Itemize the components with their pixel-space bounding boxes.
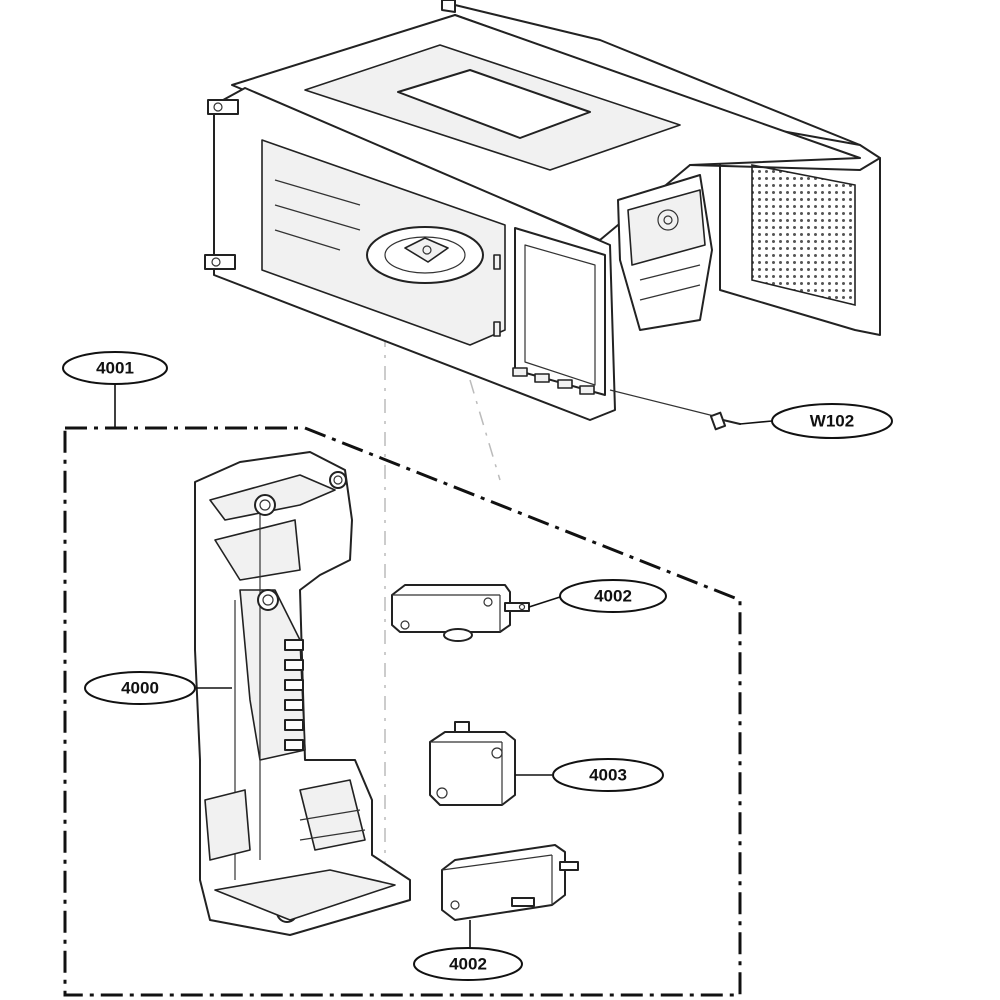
alignment-guides <box>384 300 501 900</box>
screw-w102 <box>609 389 741 431</box>
microwave-chassis <box>204 0 881 421</box>
callout-w102: W102 <box>771 403 893 439</box>
latch-board-4000 <box>194 451 411 936</box>
switch-4002-lower <box>441 844 579 921</box>
callout-4002-upper: 4002 <box>559 579 667 613</box>
callout-4003-label: 4003 <box>589 766 627 785</box>
callout-4002-lower-label: 4002 <box>449 955 487 974</box>
switch-4002-upper <box>391 584 530 642</box>
callout-4000: 4000 <box>84 671 196 705</box>
callout-4001: 4001 <box>62 351 168 385</box>
callout-4003: 4003 <box>552 758 664 792</box>
callout-4001-label: 4001 <box>96 359 134 378</box>
callout-4002-lower: 4002 <box>413 947 523 981</box>
callout-w102-label: W102 <box>810 412 854 431</box>
leader-lines <box>114 382 773 948</box>
callout-4000-label: 4000 <box>121 679 159 698</box>
assembly-4001-boundary <box>63 426 742 997</box>
callout-4002-upper-label: 4002 <box>594 587 632 606</box>
vent-grille <box>751 164 856 307</box>
switch-4003 <box>429 721 516 806</box>
